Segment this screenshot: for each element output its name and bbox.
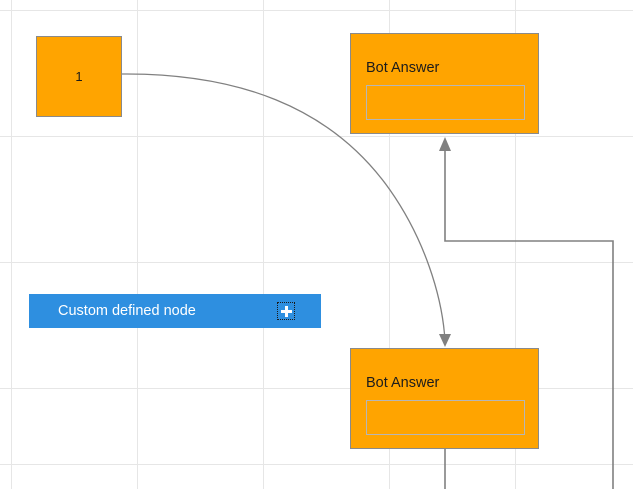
edge-bot-bottom-to-bot-top[interactable]: [439, 137, 614, 489]
node-bot-answer-top[interactable]: Bot Answer: [350, 33, 539, 134]
node-square-1[interactable]: 1: [36, 36, 122, 117]
plus-icon-vertical-bar: [284, 305, 288, 317]
node-bot-answer-bottom[interactable]: Bot Answer: [350, 348, 539, 449]
node-square-1-label: 1: [75, 69, 83, 84]
custom-defined-node-label: Custom defined node: [58, 302, 196, 319]
plus-icon[interactable]: [277, 302, 295, 320]
node-bot-answer-top-title: Bot Answer: [366, 60, 440, 76]
custom-defined-node-button[interactable]: Custom defined node: [29, 294, 321, 328]
node-bot-answer-top-slot[interactable]: [366, 85, 525, 120]
node-bot-answer-bottom-title: Bot Answer: [366, 375, 440, 391]
node-bot-answer-bottom-slot[interactable]: [366, 400, 525, 435]
edge-node1-to-bot-bottom[interactable]: [120, 73, 451, 347]
